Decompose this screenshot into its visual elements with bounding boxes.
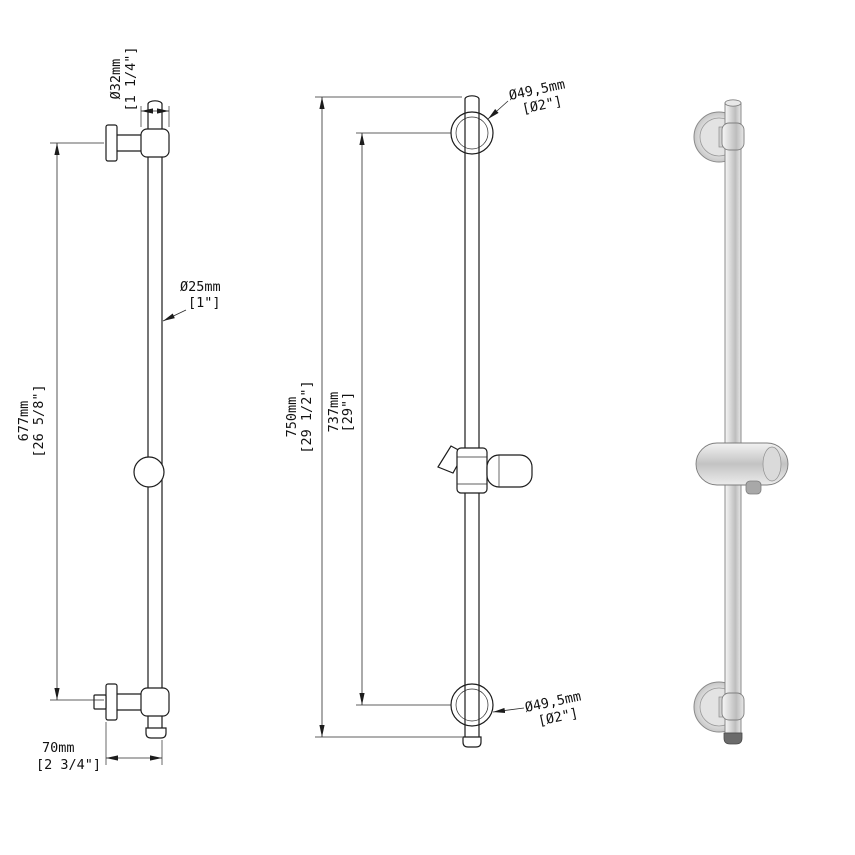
rendered-bottom-collar <box>721 692 745 721</box>
slider-clamp <box>456 447 488 494</box>
dim-flange-diameter: Ø32mm [1 1/4"] <box>108 46 170 127</box>
side-rail-top-cap <box>147 100 163 105</box>
slider-handle <box>486 454 533 488</box>
side-set-screw <box>93 694 107 710</box>
front-end-cap <box>462 736 482 748</box>
front-top-flange <box>450 111 494 155</box>
dim-text-metric: 737mm <box>326 392 342 433</box>
side-top-mount <box>105 124 170 162</box>
dim-top-flange-diameter: Ø49,5mm [Ø2"] <box>487 76 567 120</box>
flange-inner-circle <box>455 116 489 150</box>
side-bottom-collar <box>140 687 170 717</box>
leader-line <box>487 100 509 120</box>
dim-bar-diameter: Ø25mm [1"] <box>162 279 221 322</box>
dim-text-imperial: [29 1/2"] <box>299 380 315 453</box>
front-bottom-flange <box>450 683 494 727</box>
front-view: 750mm [29 1/2"] 737mm [29"] Ø49,5mm [Ø2"… <box>284 76 583 748</box>
front-rail <box>462 95 482 748</box>
dim-wall-offset: 70mm [2 3/4"] <box>36 722 163 773</box>
side-slider-knob <box>133 456 165 488</box>
rendered-end-cap <box>723 732 743 745</box>
dim-text-metric: 750mm <box>284 397 300 438</box>
dim-text-imperial: [2 3/4"] <box>36 757 101 773</box>
front-slider <box>437 445 533 494</box>
dim-mount-span: 677mm [26 5/8"] <box>16 142 104 701</box>
leader-line <box>492 707 525 714</box>
dim-text-group: Ø49,5mm [Ø2"] <box>508 76 567 117</box>
front-rail-top-cap <box>464 95 480 100</box>
rendered-view <box>693 99 789 745</box>
side-top-flange <box>105 124 118 162</box>
side-end-cap <box>145 727 167 739</box>
dim-text-imperial: [29"] <box>340 392 356 433</box>
dim-bottom-flange-diameter: Ø49,5mm [Ø2"] <box>492 688 583 729</box>
rendered-rail <box>724 102 742 734</box>
side-bottom-flange <box>105 683 118 721</box>
flange-outer-circle <box>450 111 494 155</box>
rendered-slider-end-ring <box>762 446 782 482</box>
flange-outer-circle <box>450 683 494 727</box>
side-bottom-mount <box>93 683 170 739</box>
dim-text-metric: Ø25mm <box>180 279 221 295</box>
flange-inner-circle <box>455 688 489 722</box>
rendered-rail-top-cap <box>724 99 742 107</box>
side-top-collar <box>140 128 170 158</box>
dim-overall-height: 750mm [29 1/2"] <box>284 96 462 738</box>
dim-text-metric: 677mm <box>16 401 32 442</box>
side-rail <box>147 100 163 729</box>
dim-text-imperial: [26 5/8"] <box>31 384 47 457</box>
rendered-top-collar <box>721 122 745 151</box>
dim-text-group: Ø49,5mm [Ø2"] <box>524 688 583 729</box>
dim-text-imperial: [1"] <box>188 295 221 311</box>
dim-text-imperial: [1 1/4"] <box>123 46 139 111</box>
leader-line <box>162 309 187 322</box>
side-view: Ø32mm [1 1/4"] Ø25mm [1"] 677mm [26 5/8"… <box>16 46 221 773</box>
dim-text-metric: 70mm <box>42 740 75 756</box>
rendered-slider-hook <box>745 480 762 495</box>
dim-flange-span: 737mm [29"] <box>326 132 451 706</box>
dim-text-metric: Ø32mm <box>108 59 124 100</box>
